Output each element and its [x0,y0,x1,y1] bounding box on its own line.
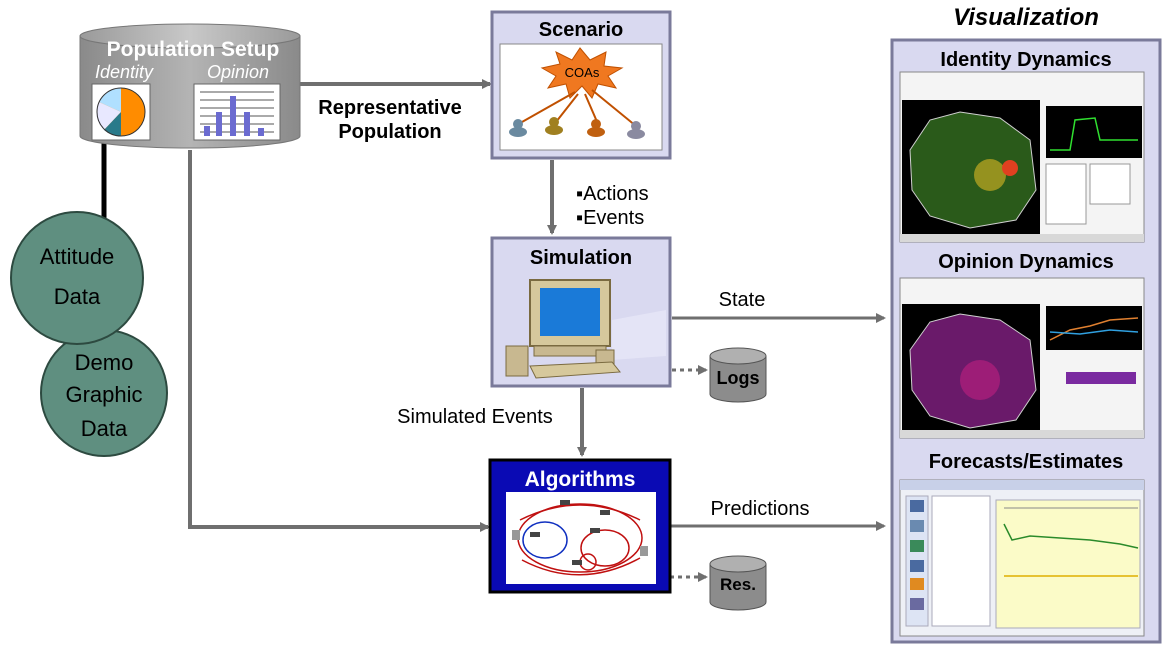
population-setup-database: Population Setup Identity Opinion [79,23,301,149]
attitude-line-1: Attitude [40,244,115,269]
identity-dynamics-title: Identity Dynamics [940,49,1111,71]
scenario-box: Scenario COAs [490,10,672,160]
simulated-events-label: Simulated Events [397,406,553,428]
demographic-data-node: Demo Graphic Data [40,329,168,457]
coas-label: COAs [565,65,600,80]
population-setup-title: Population Setup [107,38,280,61]
logs-label: Logs [717,368,760,388]
demo-line-2: Graphic [65,382,142,407]
opinion-dynamics-screenshot [899,277,1145,439]
algorithms-box: Algorithms [488,458,672,594]
pie-chart-icon [91,83,151,141]
attitude-data-node: Attitude Data [10,211,144,345]
opinion-label: Opinion [207,62,269,82]
algorithm-flow-diagram [517,503,643,576]
identity-dynamics-screenshot [899,71,1145,243]
representative-population-line-1: Representative [318,97,461,119]
res-database: Res. [709,555,767,611]
identity-label: Identity [95,62,154,82]
events-label: ▪Events [576,207,644,229]
coas-burst-shape [540,47,624,99]
representative-population-line-2: Population [338,121,441,143]
algorithms-title: Algorithms [525,468,636,491]
forecasts-estimates-screenshot [899,479,1145,637]
visualization-panel: Identity Dynamics Opinion Dynamics [890,38,1162,644]
actions-label: ▪Actions [576,183,649,205]
connectors [98,79,886,582]
attitude-line-2: Data [54,284,101,309]
opinion-dynamics-title: Opinion Dynamics [938,251,1114,273]
person-icon [545,117,563,135]
simulation-title: Simulation [530,247,632,269]
arrow-population-to-algorithms [188,150,490,532]
state-label: State [719,289,766,311]
scenario-title: Scenario [539,19,623,41]
computer-icon [505,279,666,379]
simulation-box: Simulation [490,236,672,388]
predictions-label: Predictions [711,498,810,520]
res-label: Res. [720,575,756,594]
visualization-heading: Visualization [953,4,1099,31]
person-icon [509,119,527,137]
person-icon [587,119,605,137]
bar-chart-icon [193,83,281,141]
logs-database: Logs [709,347,767,403]
forecasts-estimates-title: Forecasts/Estimates [929,451,1124,473]
demo-line-1: Demo [75,350,134,375]
demo-line-3: Data [81,416,128,441]
person-icon [627,121,645,139]
